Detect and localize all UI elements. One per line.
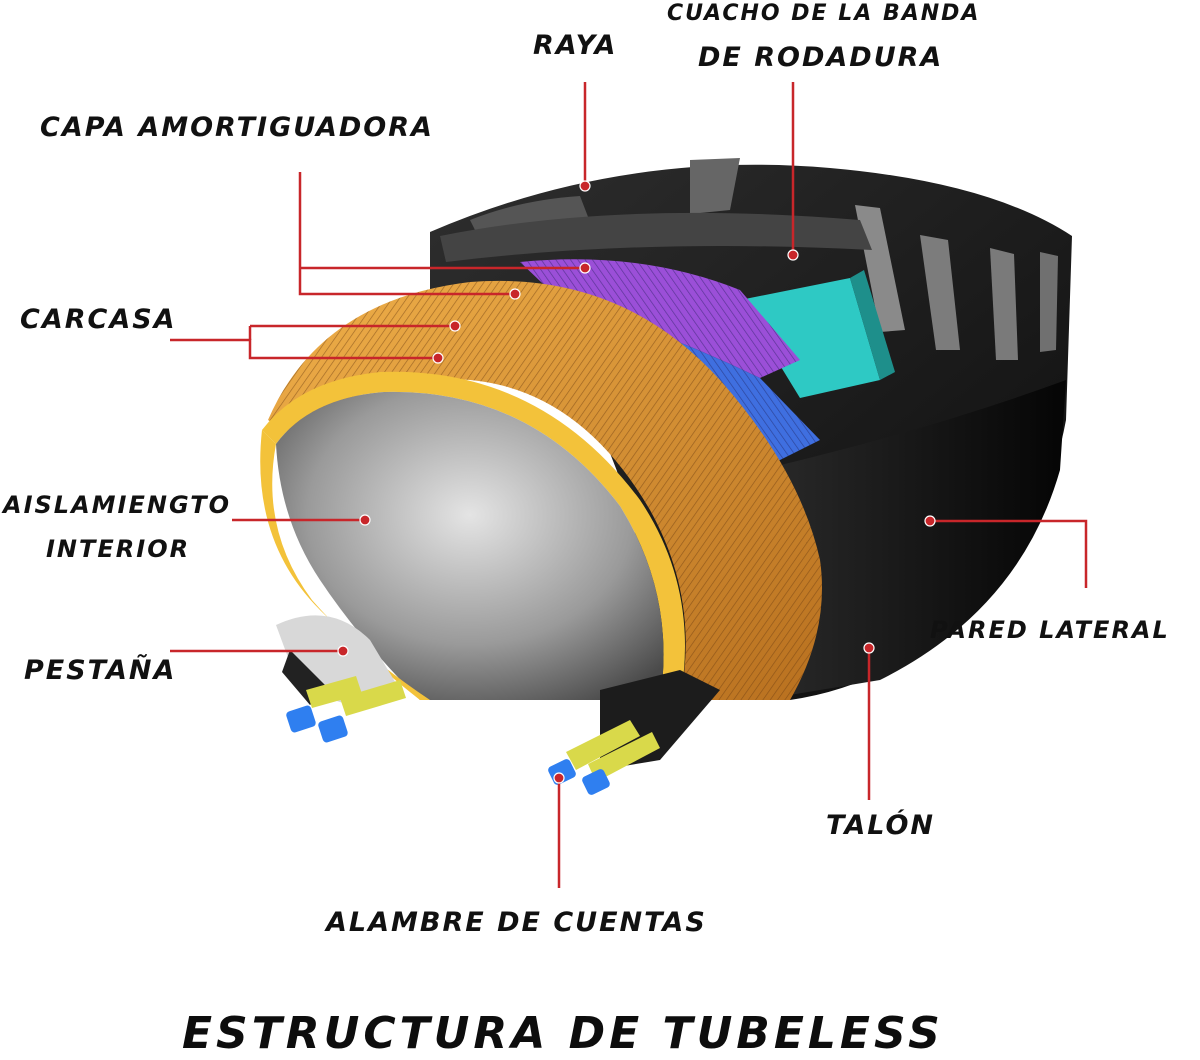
label-pared-lateral: PARED LATERAL — [930, 618, 1170, 642]
dot-raya — [580, 181, 590, 191]
label-cuacho-line2: DE RODADURA — [698, 44, 943, 71]
label-carcasa: CARCASA — [20, 306, 177, 333]
dot-talon — [864, 643, 874, 653]
label-raya: RAYA — [533, 32, 617, 59]
dot-alambre — [554, 773, 564, 783]
diagram-title: ESTRUCTURA DE TUBELESS — [182, 1012, 944, 1056]
label-cuacho-line1: CUACHO DE LA BANDA — [667, 3, 980, 25]
dot-carcasa-1 — [450, 321, 460, 331]
dot-carcasa-2 — [433, 353, 443, 363]
label-capa-amortiguadora: CAPA AMORTIGUADORA — [40, 114, 434, 141]
label-aislamiento-line2: INTERIOR — [46, 537, 190, 561]
dot-pestana — [338, 646, 348, 656]
dot-capa-2 — [510, 289, 520, 299]
dot-aislamiento — [360, 515, 370, 525]
label-pestana: PESTAÑA — [24, 657, 176, 684]
label-talon: TALÓN — [826, 812, 935, 839]
label-aislamiento-line1: AISLAMIENGTO — [3, 493, 231, 517]
label-alambre-de-cuentas: ALAMBRE DE CUENTAS — [326, 909, 707, 936]
dot-cuacho — [788, 250, 798, 260]
dot-pared — [925, 516, 935, 526]
dot-capa-1 — [580, 263, 590, 273]
